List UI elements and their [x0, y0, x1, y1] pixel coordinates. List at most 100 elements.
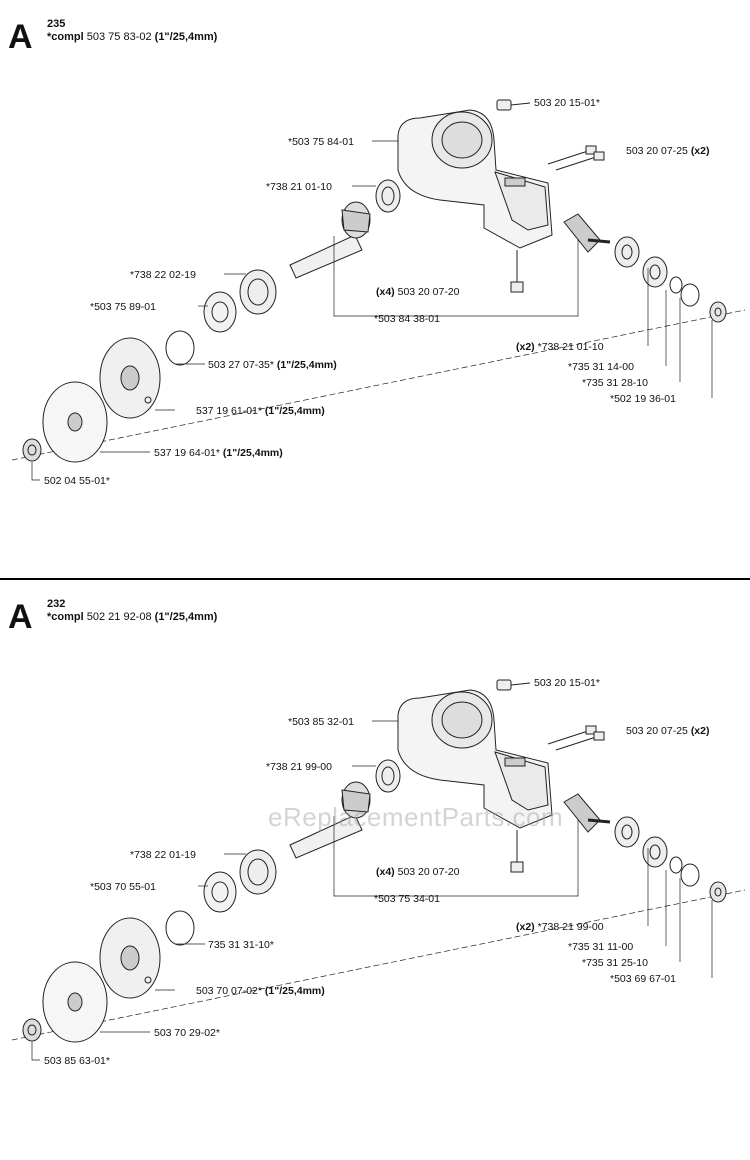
label-bearings: (x2) *738 21 01-10	[516, 341, 604, 353]
label-screws: 503 20 07-25 (x2)	[626, 145, 710, 157]
screws-pair-part	[547, 725, 605, 751]
label-bearings-qty: (x2)	[516, 341, 535, 353]
panel-232: A 232 *compl 502 21 92-08 (1"/25,4mm)	[0, 580, 750, 1160]
label-washer: *503 75 89-01	[90, 301, 156, 313]
bottom-screw-part	[510, 830, 524, 873]
pinion-shaft-part	[289, 781, 371, 859]
model-number: 235	[47, 18, 66, 30]
compl-number: 502 21 92-08	[86, 611, 152, 623]
label-blade-flange-number: 503 70 29-02*	[154, 1027, 220, 1039]
compl-line: *compl 503 75 83-02 (1"/25,4mm)	[47, 31, 217, 44]
compl-prefix: *compl	[47, 31, 84, 43]
label-washer: *503 70 55-01	[90, 881, 156, 893]
label-blade-flange-number: 537 19 64-01*	[154, 447, 220, 459]
support-cup-part	[99, 917, 161, 999]
label-screws-number: 503 20 07-25	[626, 145, 688, 157]
compl-line: *compl 502 21 92-08 (1"/25,4mm)	[47, 611, 217, 624]
label-support-cup: 503 70 07-02* (1"/25,4mm)	[196, 985, 325, 997]
blade-flange-part	[42, 381, 108, 463]
right-bearing-2-part	[642, 256, 668, 288]
label-bolt-top: 503 20 15-01*	[534, 677, 600, 689]
gear-housing-part	[397, 689, 553, 829]
panel-235: A 235 *compl 503 75 83-02 (1"/25,4mm)	[0, 0, 750, 578]
label-bottom-screw: (x4) 503 20 07-20	[376, 286, 460, 298]
label-nut: 503 85 63-01*	[44, 1055, 110, 1067]
label-blade-flange: 537 19 64-01* (1"/25,4mm)	[154, 447, 283, 459]
label-blade-flange-size: (1"/25,4mm)	[223, 447, 283, 459]
leader-lines	[31, 140, 713, 481]
blade-flange-part	[42, 961, 108, 1043]
label-blade-flange: 503 70 29-02*	[154, 1027, 220, 1039]
bottom-screw-part	[510, 250, 524, 293]
support-cup-part	[99, 337, 161, 419]
label-screws-qty: (x2)	[691, 145, 710, 157]
label-nut: 502 04 55-01*	[44, 475, 110, 487]
label-ring-small: *735 31 11-00	[568, 941, 633, 953]
gear-housing-part	[397, 109, 553, 249]
bevel-gear-part	[563, 213, 611, 253]
label-bearings-number: *738 21 01-10	[538, 341, 604, 353]
label-spring-ring: 735 31 31-10*	[208, 939, 274, 951]
watermark-text: eReplacementParts.com	[268, 802, 564, 832]
screws-pair-part	[547, 145, 605, 171]
label-gears: *503 75 34-01	[374, 893, 440, 905]
small-bearing-part	[375, 179, 401, 213]
label-spring-ring-number: 735 31 31-10*	[208, 939, 274, 951]
label-bearings-qty: (x2)	[516, 921, 535, 933]
bevel-gear-part	[563, 793, 611, 833]
circlip-part	[680, 863, 700, 887]
compl-size: (1"/25,4mm)	[154, 31, 218, 43]
label-housing: *503 85 32-01	[288, 716, 354, 728]
leader-lines	[31, 720, 713, 1061]
axis-line	[11, 889, 746, 1041]
label-bearings-number: *738 21 99-00	[538, 921, 604, 933]
label-circlip: *735 31 25-10	[582, 957, 648, 969]
compl-number: 503 75 83-02	[86, 31, 152, 43]
label-seal: *738 22 02-19	[130, 269, 196, 281]
right-bearing-2-part	[642, 836, 668, 868]
label-seal: *738 22 01-19	[130, 849, 196, 861]
end-cap-part	[709, 301, 727, 323]
label-spring-ring-number: 503 27 07-35*	[208, 359, 274, 371]
seal-part	[239, 269, 277, 315]
pinion-shaft-part	[289, 201, 371, 279]
label-spring-ring-size: (1"/25,4mm)	[277, 359, 337, 371]
bolt-top-part	[496, 99, 531, 111]
label-bottom-screw: (x4) 503 20 07-20	[376, 866, 460, 878]
right-bearing-1-part	[614, 816, 640, 848]
section-divider	[0, 578, 750, 580]
label-support-cup-number: 503 70 07-02*	[196, 985, 262, 997]
spring-ring-part	[165, 330, 195, 366]
label-screws-qty: (x2)	[691, 725, 710, 737]
section-letter: A	[8, 598, 33, 636]
section-letter: A	[8, 18, 33, 56]
washer-part	[203, 291, 237, 333]
label-bolt-top: 503 20 15-01*	[534, 97, 600, 109]
washer-part	[203, 871, 237, 913]
label-bottom-screw-number: 503 20 07-20	[398, 866, 460, 878]
label-support-cup-size: (1"/25,4mm)	[265, 985, 325, 997]
circlip-part	[680, 283, 700, 307]
small-ring-part	[669, 856, 683, 874]
label-housing: *503 75 84-01	[288, 136, 354, 148]
exploded-parts-diagram: 503 20 15-01* *503 85 32-01 503 20 07-25…	[11, 677, 746, 1067]
label-circlip: *735 31 28-10	[582, 377, 648, 389]
label-bearing-small: *738 21 99-00	[266, 761, 332, 773]
compl-size: (1"/25,4mm)	[154, 611, 218, 623]
label-screws-number: 503 20 07-25	[626, 725, 688, 737]
end-cap-part	[709, 881, 727, 903]
label-gears: *503 84 38-01	[374, 313, 440, 325]
label-bottom-screw-qty: (x4)	[376, 866, 395, 878]
label-support-cup-number: 537 19 61-01*	[196, 405, 262, 417]
label-end-cap: *502 19 36-01	[610, 393, 676, 405]
label-bottom-screw-qty: (x4)	[376, 286, 395, 298]
seal-part	[239, 849, 277, 895]
label-bearing-small: *738 21 01-10	[266, 181, 332, 193]
label-ring-small: *735 31 14-00	[568, 361, 634, 373]
spring-ring-part	[165, 910, 195, 946]
nut-part	[22, 1018, 42, 1042]
exploded-parts-diagram: 503 20 15-01* *503 75 84-01 503 20 07-25…	[11, 97, 746, 487]
label-bearings: (x2) *738 21 99-00	[516, 921, 604, 933]
label-spring-ring: 503 27 07-35* (1"/25,4mm)	[208, 359, 337, 371]
label-end-cap: *503 69 67-01	[610, 973, 676, 985]
